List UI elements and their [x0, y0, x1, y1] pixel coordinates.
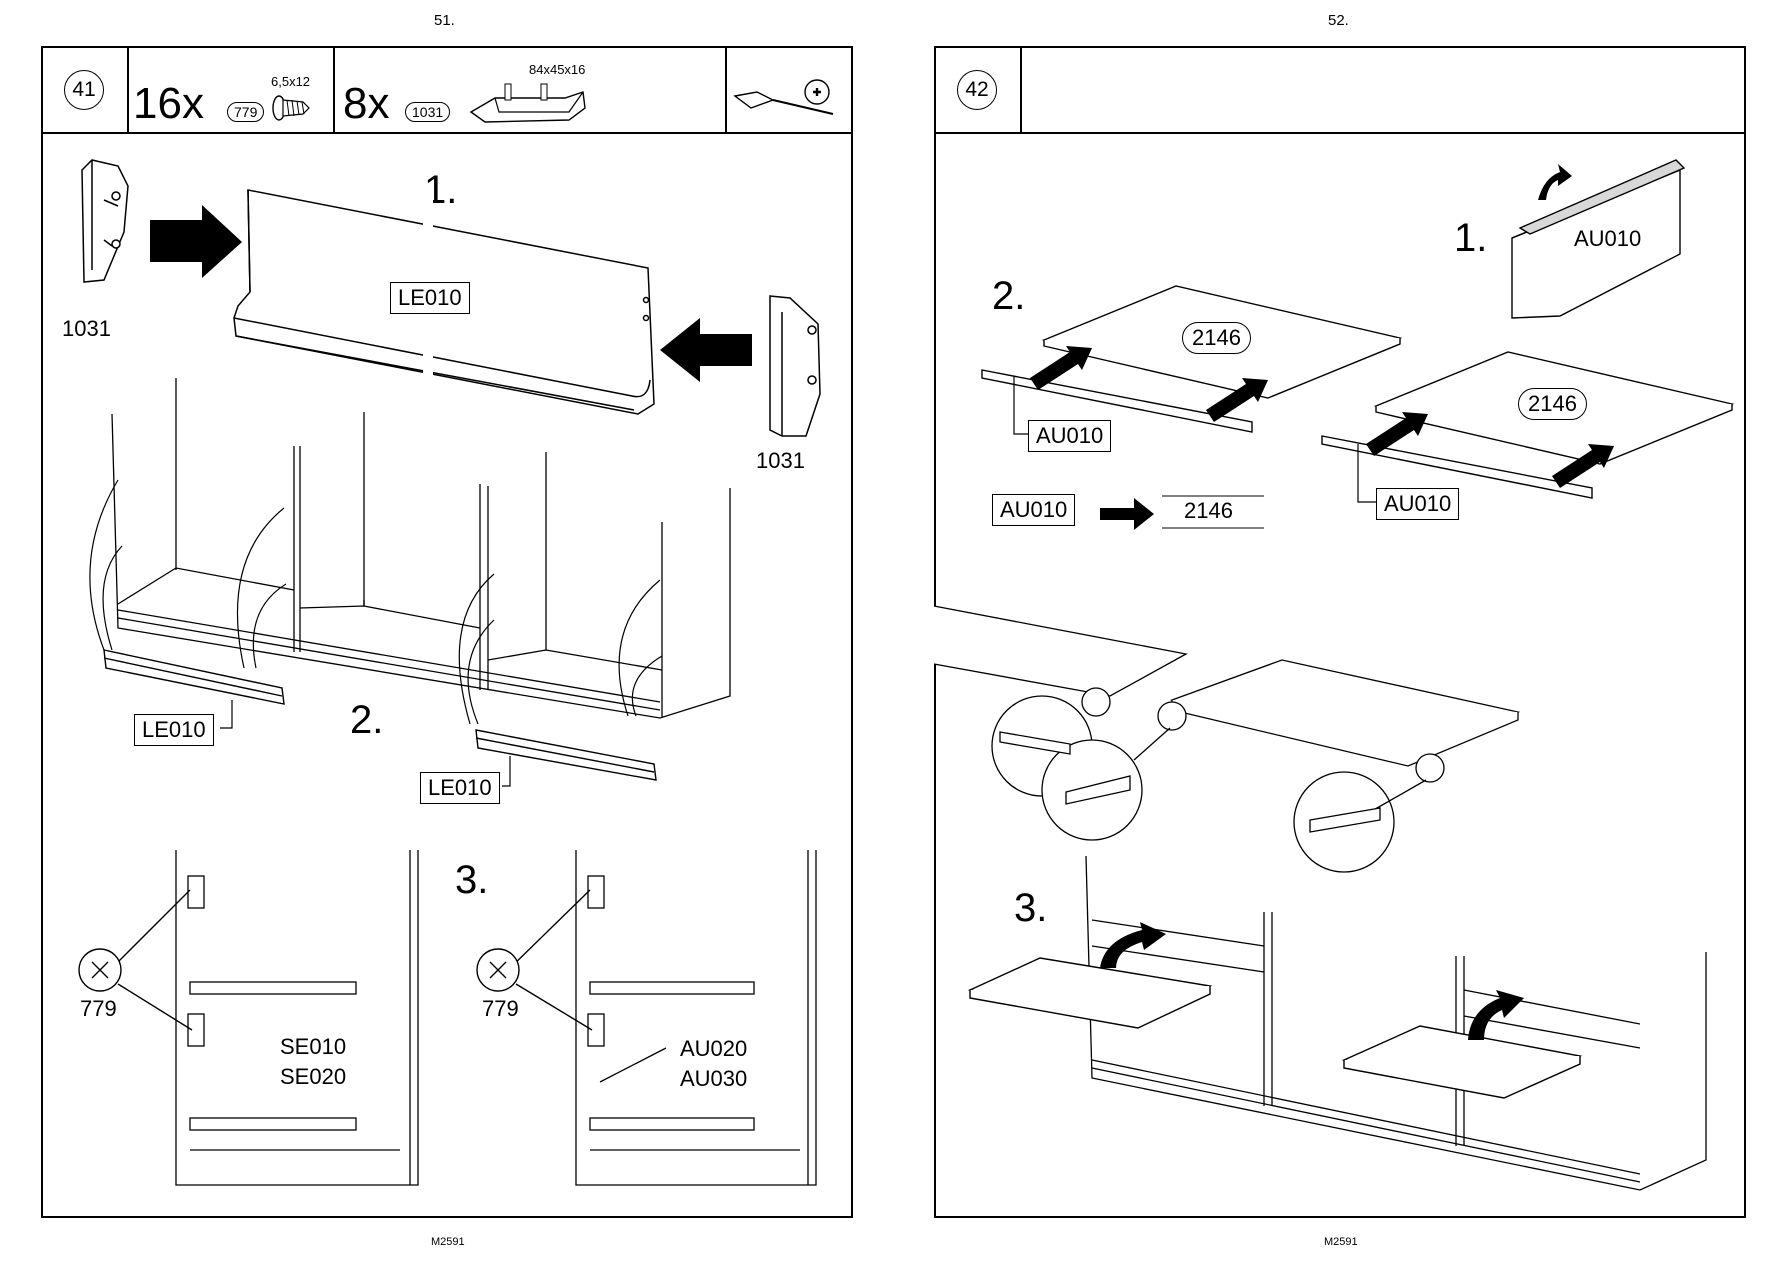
rail-right-label: LE010	[420, 772, 500, 805]
part-quantity: 16x	[133, 79, 204, 128]
step-header: 42	[936, 48, 1744, 134]
substep-2-label: 2.	[350, 698, 384, 742]
peel-arrow	[1538, 164, 1572, 200]
au-label-a: AU020	[680, 1036, 748, 1061]
edge-label-a: AU010	[1028, 420, 1112, 453]
panel-part-label: LE010	[390, 282, 470, 315]
part-number-badge: 1031	[405, 102, 451, 122]
detail-panel-se	[175, 850, 419, 1186]
curved-arrows	[89, 479, 663, 725]
rail-left-label: LE010	[134, 714, 214, 747]
se-label-b: SE020	[280, 1064, 347, 1089]
bracket-part-left	[81, 159, 129, 283]
edge-strip-a	[981, 369, 1253, 433]
part-size: 6,5x12	[271, 74, 311, 89]
bracket-icon	[469, 83, 586, 123]
edge-strip-b	[1321, 435, 1593, 499]
detail-panel-au	[575, 850, 817, 1186]
edge-label-b: AU010	[1376, 488, 1460, 521]
page-number-right: 52.	[1328, 12, 1349, 29]
map-to-label: 2146	[1184, 498, 1233, 523]
edge-tape-block	[1511, 159, 1686, 319]
lift-arrows	[1100, 922, 1524, 1040]
substep-1-label-r: 1.	[1454, 216, 1488, 260]
bracket-left-label: 1031	[62, 316, 111, 341]
step-number-badge: 41	[64, 70, 104, 110]
step-cell: 42	[936, 48, 1022, 132]
se-label-a: SE010	[280, 1034, 347, 1059]
bracket-part-right	[769, 295, 821, 437]
page-number-left: 51.	[434, 12, 455, 29]
substep-2-label-r: 2.	[992, 274, 1026, 318]
bracket-right-label: 1031	[756, 448, 805, 473]
screw-head-b	[476, 889, 593, 1031]
screw-label-b: 779	[482, 996, 519, 1021]
step-number-badge: 42	[957, 70, 997, 110]
substep-3-label-r: 3.	[1014, 886, 1048, 930]
shelf-insert-b	[1341, 1025, 1583, 1099]
part-cell-bracket: 8x 1031 84x45x16	[335, 48, 727, 132]
part-number-badge: 779	[227, 102, 265, 122]
parts-header: 41 16x 779 6,5x12 8x 1031 84x45x16	[43, 48, 851, 134]
tape-label: AU010	[1574, 226, 1642, 251]
shelf-label-b: 2146	[1518, 388, 1587, 421]
tool-cell	[727, 48, 849, 132]
screw-label-a: 779	[80, 996, 117, 1021]
substep-3-label: 3.	[455, 858, 489, 902]
arrow-left	[660, 318, 752, 382]
step-cell: 41	[43, 48, 129, 132]
rail-le010-left	[103, 649, 285, 705]
shelf-insert-a	[967, 957, 1213, 1029]
trim-detail	[933, 605, 1521, 873]
part-cell-screw: 16x 779 6,5x12	[129, 48, 335, 132]
screwdriver-icon	[733, 79, 834, 115]
footer-code-right: M2591	[1324, 1236, 1358, 1248]
shelf-label-a: 2146	[1182, 322, 1251, 355]
wardrobe-frame-r	[1085, 855, 1707, 1191]
rail-le010-right	[475, 729, 657, 781]
screw-head-a	[78, 889, 193, 1031]
arrow-right	[150, 205, 242, 278]
map-arrow	[1100, 498, 1154, 530]
au-label-b: AU030	[680, 1066, 748, 1091]
part-quantity: 8x	[343, 79, 390, 128]
push-arrows	[1030, 346, 1614, 488]
map-from-label: AU010	[992, 494, 1076, 527]
screw-icon	[272, 95, 310, 121]
part-size: 84x45x16	[529, 62, 586, 77]
wardrobe-frame	[111, 378, 731, 719]
footer-code-left: M2591	[431, 1236, 465, 1248]
